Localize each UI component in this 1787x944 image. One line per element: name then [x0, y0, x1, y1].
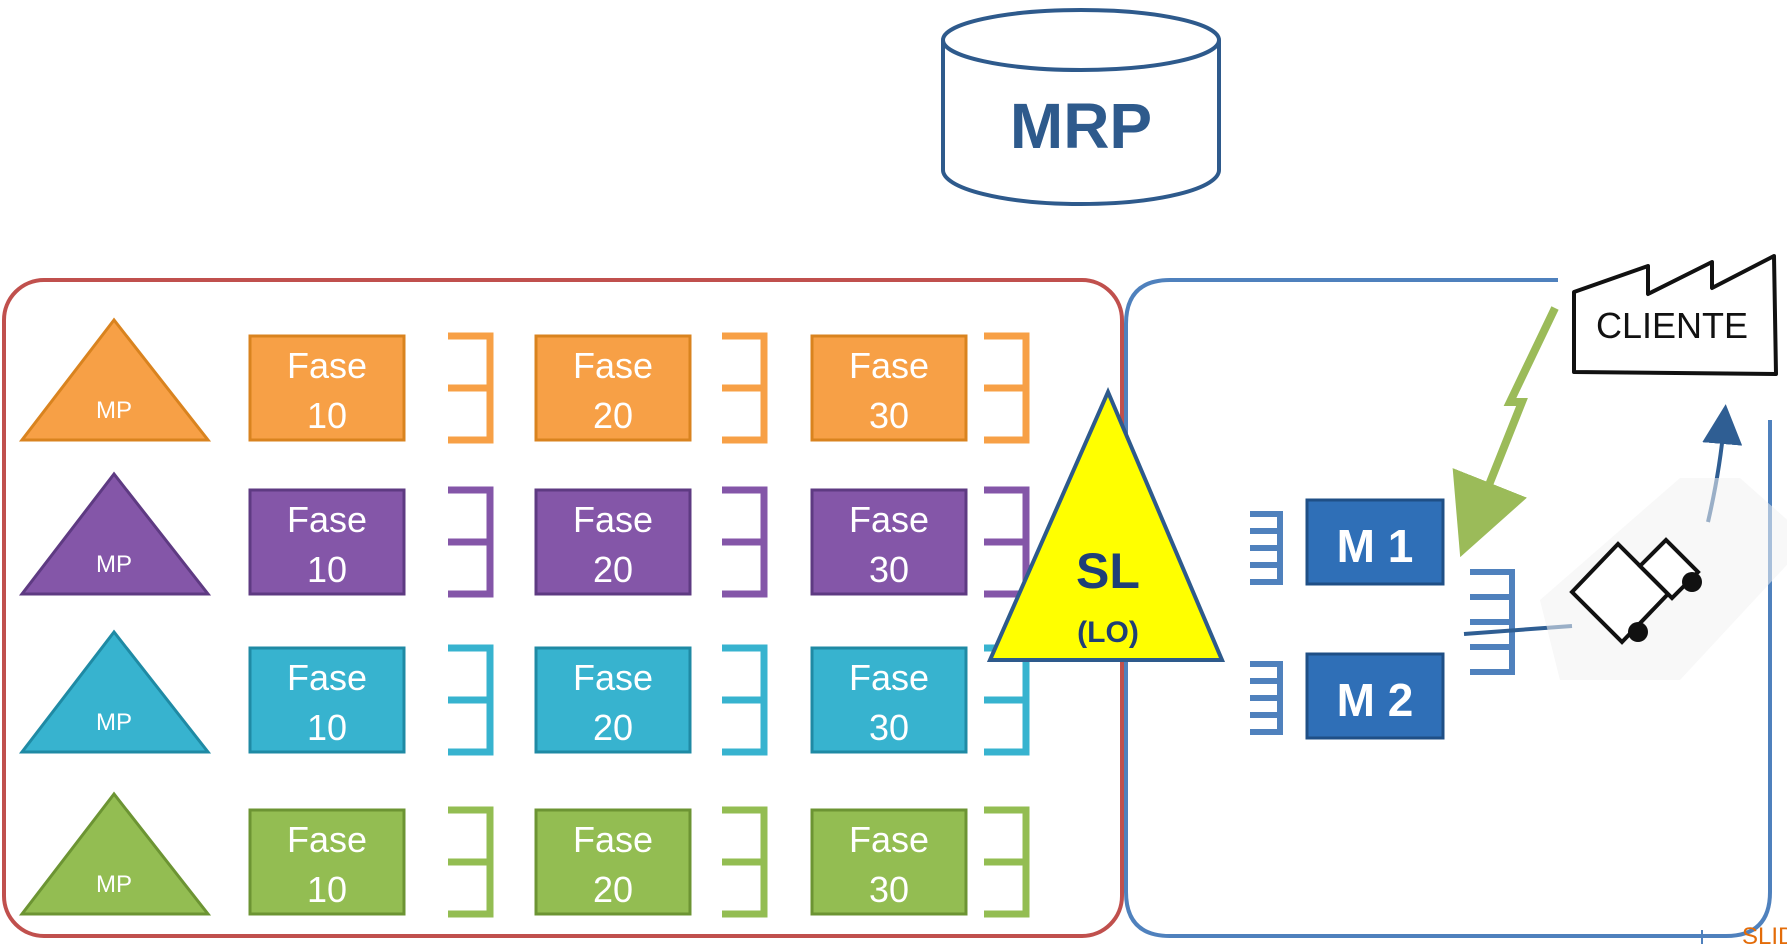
- sl-label: SL: [1076, 543, 1140, 599]
- phase-box: [534, 334, 692, 442]
- sl-sublabel: (LO): [1077, 616, 1139, 649]
- phase-box: [534, 808, 692, 916]
- phase-title: Fase: [849, 657, 929, 698]
- phase-number: 30: [869, 869, 909, 910]
- phase-box: [534, 646, 692, 754]
- buffer-bracket: [722, 486, 768, 598]
- phase-number: 30: [869, 549, 909, 590]
- buffer-bracket: [722, 332, 768, 444]
- phase-title: Fase: [573, 819, 653, 860]
- phase-number: 10: [307, 707, 347, 748]
- phase-box: [248, 646, 406, 754]
- phase-number: 20: [593, 395, 633, 436]
- buffer-bracket: [722, 806, 768, 918]
- production-row: MP Fase 10 Fase 20 Fase 30: [18, 791, 1030, 918]
- phase-box: [810, 808, 968, 916]
- phase-box: [248, 488, 406, 596]
- buffer-bracket: [448, 644, 494, 756]
- phase-title: Fase: [287, 499, 367, 540]
- phase-number: 10: [307, 869, 347, 910]
- distribution-frame: [1124, 278, 1772, 938]
- mp-label: MP: [96, 871, 132, 898]
- phase-box: [534, 488, 692, 596]
- machine-m1-label: M 1: [1337, 520, 1414, 572]
- phase-number: 10: [307, 395, 347, 436]
- buffer-bracket: [1470, 569, 1515, 675]
- phase-box: [248, 334, 406, 442]
- buffer-bracket: [1250, 511, 1283, 585]
- machine-m2: M 2: [1305, 652, 1445, 740]
- phase-title: Fase: [287, 657, 367, 698]
- phase-title: Fase: [573, 657, 653, 698]
- phase-number: 20: [593, 869, 633, 910]
- sl-supermarket: SL (LO): [986, 386, 1226, 662]
- phase-title: Fase: [287, 345, 367, 386]
- phase-title: Fase: [849, 819, 929, 860]
- phase-box: [248, 808, 406, 916]
- buffer-bracket: [1250, 661, 1283, 735]
- phase-title: Fase: [573, 499, 653, 540]
- mp-triangle: [18, 629, 212, 754]
- mp-label: MP: [96, 551, 132, 578]
- machine-m2-label: M 2: [1337, 674, 1414, 726]
- client-order-arrow: [1452, 306, 1559, 558]
- mrp-label: MRP: [1010, 90, 1152, 162]
- phase-title: Fase: [287, 819, 367, 860]
- mp-triangle: [18, 317, 212, 442]
- phase-box: [810, 488, 968, 596]
- production-row: MP Fase 10 Fase 20 Fase 30: [18, 317, 1030, 444]
- mp-triangle: [18, 471, 212, 596]
- phase-number: 30: [869, 395, 909, 436]
- buffer-bracket: [448, 486, 494, 598]
- phase-title: Fase: [849, 499, 929, 540]
- buffer-bracket: [448, 332, 494, 444]
- phase-number: 20: [593, 707, 633, 748]
- buffer-bracket: [984, 332, 1030, 444]
- cliente-label: CLIENTE: [1596, 305, 1748, 346]
- buffer-bracket: [984, 486, 1030, 598]
- phase-title: Fase: [849, 345, 929, 386]
- phase-title: Fase: [573, 345, 653, 386]
- mp-triangle: [18, 791, 212, 916]
- mp-label: MP: [96, 709, 132, 736]
- production-row: MP Fase 10 Fase 20 Fase 30: [18, 629, 1030, 756]
- phase-box: [810, 646, 968, 754]
- production-row: MP Fase 10 Fase 20 Fase 30: [18, 471, 1030, 598]
- machine-m1: M 1: [1305, 498, 1445, 586]
- cliente-factory: CLIENTE: [1572, 254, 1778, 376]
- buffer-bracket: [984, 644, 1030, 756]
- production-rows: MPFase10Fase20Fase30MPFase10Fase20Fase30…: [18, 317, 1030, 918]
- buffer-bracket: [722, 644, 768, 756]
- mp-label: MP: [96, 397, 132, 424]
- machine-buffers: [1250, 511, 1515, 735]
- mrp-database: MRP: [941, 8, 1221, 206]
- corner-text: SLID: [1742, 923, 1787, 944]
- buffer-bracket: [448, 806, 494, 918]
- phase-number: 20: [593, 549, 633, 590]
- truck-icon: [1540, 478, 1787, 680]
- phase-number: 10: [307, 549, 347, 590]
- phase-box: [810, 334, 968, 442]
- phase-number: 30: [869, 707, 909, 748]
- buffer-bracket: [984, 806, 1030, 918]
